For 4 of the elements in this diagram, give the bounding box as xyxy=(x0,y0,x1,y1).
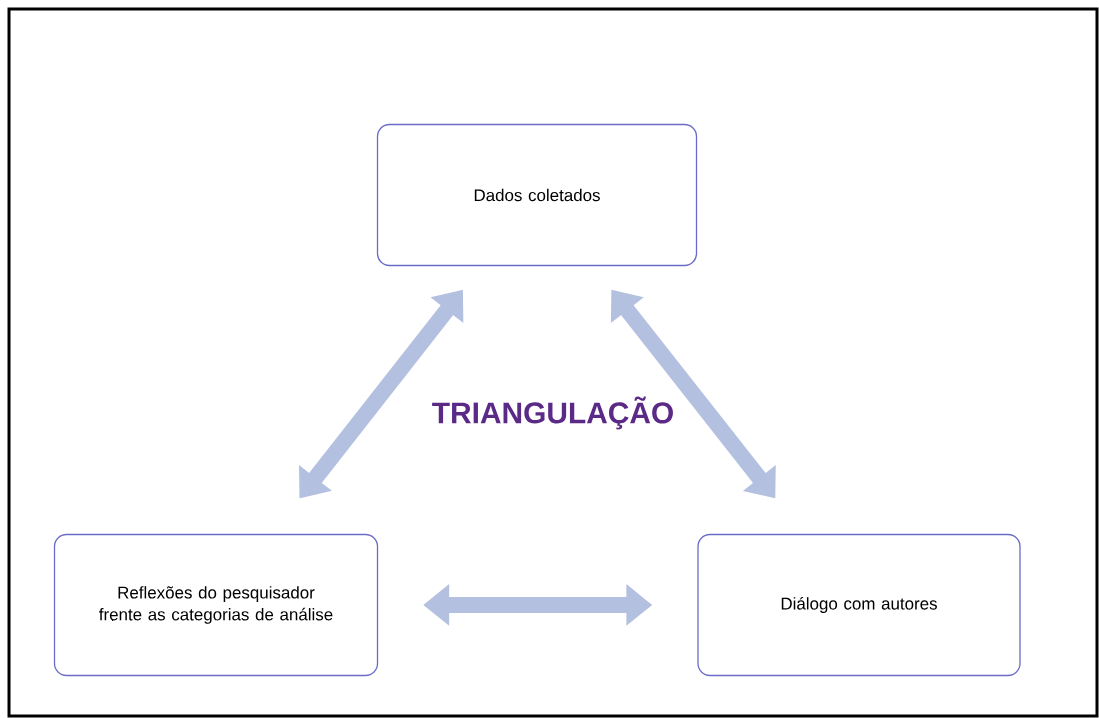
text-box: Reflexões do pesquisador frente as categorias de análise xyxy=(53,533,379,677)
text-box: Diálogo com autores xyxy=(697,533,1021,677)
title: TRIANGULAÇÃO xyxy=(432,396,673,430)
text-box: Dados coletados xyxy=(376,123,698,267)
